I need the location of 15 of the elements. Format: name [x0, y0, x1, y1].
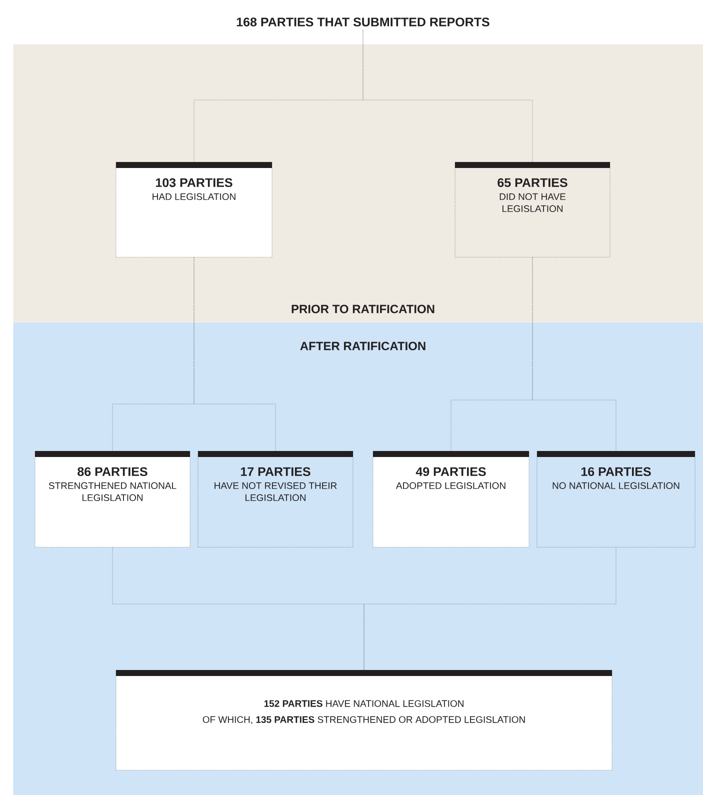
heading: 168 PARTIES THAT SUBMITTED REPORTS [236, 18, 490, 26]
result-box: 86 PARTIES STRENGTHENED NATIONAL LEGISLATION [34, 451, 190, 548]
connector [364, 547, 616, 670]
result-box: 152 PARTIES HAVE NATIONAL LEGISLATION OF WHICH, 135 PARTIES STRENGTHENED OR ADOPTED LEGISLATION [116, 670, 612, 770]
result-box: 16 PARTIES NO NATIONAL LEGISLATION [536, 451, 696, 548]
connector [532, 257, 616, 452]
connector [194, 257, 276, 452]
result-box: 49 PARTIES ADOPTED LEGISLATION [372, 451, 530, 548]
connector [362, 30, 533, 162]
band-label: AFTER RATIFICATION [300, 342, 426, 350]
band-label: PRIOR TO RATIFICATION [292, 304, 434, 314]
result-box: 17 PARTIES HAVE NOT REVISED THEIR LEGISLATION [198, 451, 354, 548]
result-box: 103 PARTIES HAD LEGISLATION [116, 162, 272, 258]
result-box: 65 PARTIES DID NOT HAVE LEGISLATION [454, 162, 610, 258]
connector [112, 547, 364, 670]
